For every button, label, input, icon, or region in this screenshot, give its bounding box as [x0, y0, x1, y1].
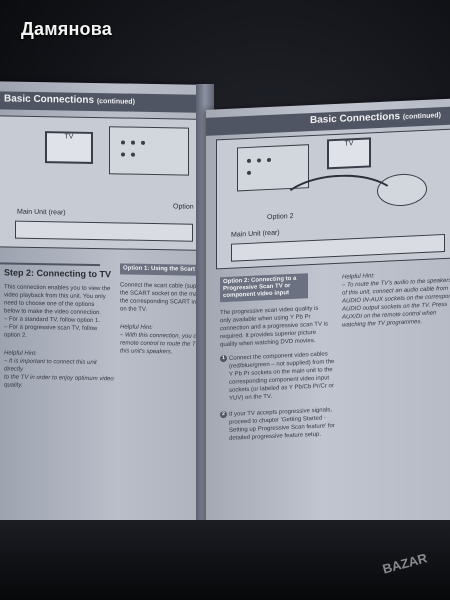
left-header-suffix: (continued) [96, 98, 135, 106]
right-header-suffix: (continued) [402, 112, 441, 121]
right-manual-page: Basic Connections (continued) TV Option … [206, 98, 450, 540]
left-socket-dot [121, 152, 125, 157]
right-option2-box: Option 2: Connecting to a Progressive Sc… [220, 273, 308, 303]
right-option2-body: The progressive scan video quality is on… [220, 304, 336, 349]
right-helpful-hint: Helpful Hint: – To route the TV's audio … [342, 268, 450, 329]
left-option1-line: on the TV. [120, 306, 148, 313]
step-2-bullet: 2 [220, 410, 227, 419]
left-header-title: Basic Connections [4, 93, 95, 106]
left-main-unit-label: Main Unit (rear) [17, 208, 66, 217]
left-option1-hint-line: this unit's speakers. [120, 348, 173, 356]
left-tv-label: TV [64, 133, 74, 141]
right-main-unit-label: Main Unit (rear) [231, 229, 280, 239]
left-hint-line: – It is important to connect this unit d… [4, 358, 97, 373]
right-connection-diagram: TV Option 2 Main Unit (rear) [216, 128, 450, 270]
left-socket-dot [131, 152, 135, 157]
dark-background-bottom [0, 520, 450, 600]
left-step-rule [0, 262, 100, 267]
right-main-unit-rear-panel [231, 234, 445, 262]
right-tv-label: TV [344, 140, 354, 148]
left-main-unit-rear-panel [15, 220, 193, 242]
left-socket-dot [131, 140, 135, 145]
step-1-bullet: 1 [220, 354, 227, 363]
username-overlay: Дамянова [21, 19, 112, 39]
left-step-body: This connection enables you to view the … [4, 283, 114, 341]
right-option-label: Option 2 [267, 212, 294, 222]
left-option1-box: Option 1: Using the Scart socket [120, 263, 204, 276]
left-header: Basic Connections (continued) [4, 93, 135, 106]
left-step-title: Step 2: Connecting to TV [4, 267, 111, 280]
left-socket-dot [141, 140, 145, 145]
left-manual-page: Basic Connections (continued) TV Option … [0, 81, 218, 525]
left-tv-illustration: TV [45, 131, 93, 164]
left-connection-diagram: TV Option 1 Main Unit (rear) [0, 115, 218, 251]
left-option1-hint: Helpful Hint: – With this connection, yo… [120, 323, 202, 356]
left-helpful-hint: Helpful Hint: – It is important to conne… [4, 349, 114, 391]
left-body-line: option 2. [4, 332, 28, 339]
left-socket-dot [121, 140, 125, 145]
left-tv-connector-panel [109, 126, 189, 176]
right-tv-illustration: TV [327, 137, 371, 170]
left-option1-body: Connect the scart cable (supplied) from … [120, 281, 202, 314]
